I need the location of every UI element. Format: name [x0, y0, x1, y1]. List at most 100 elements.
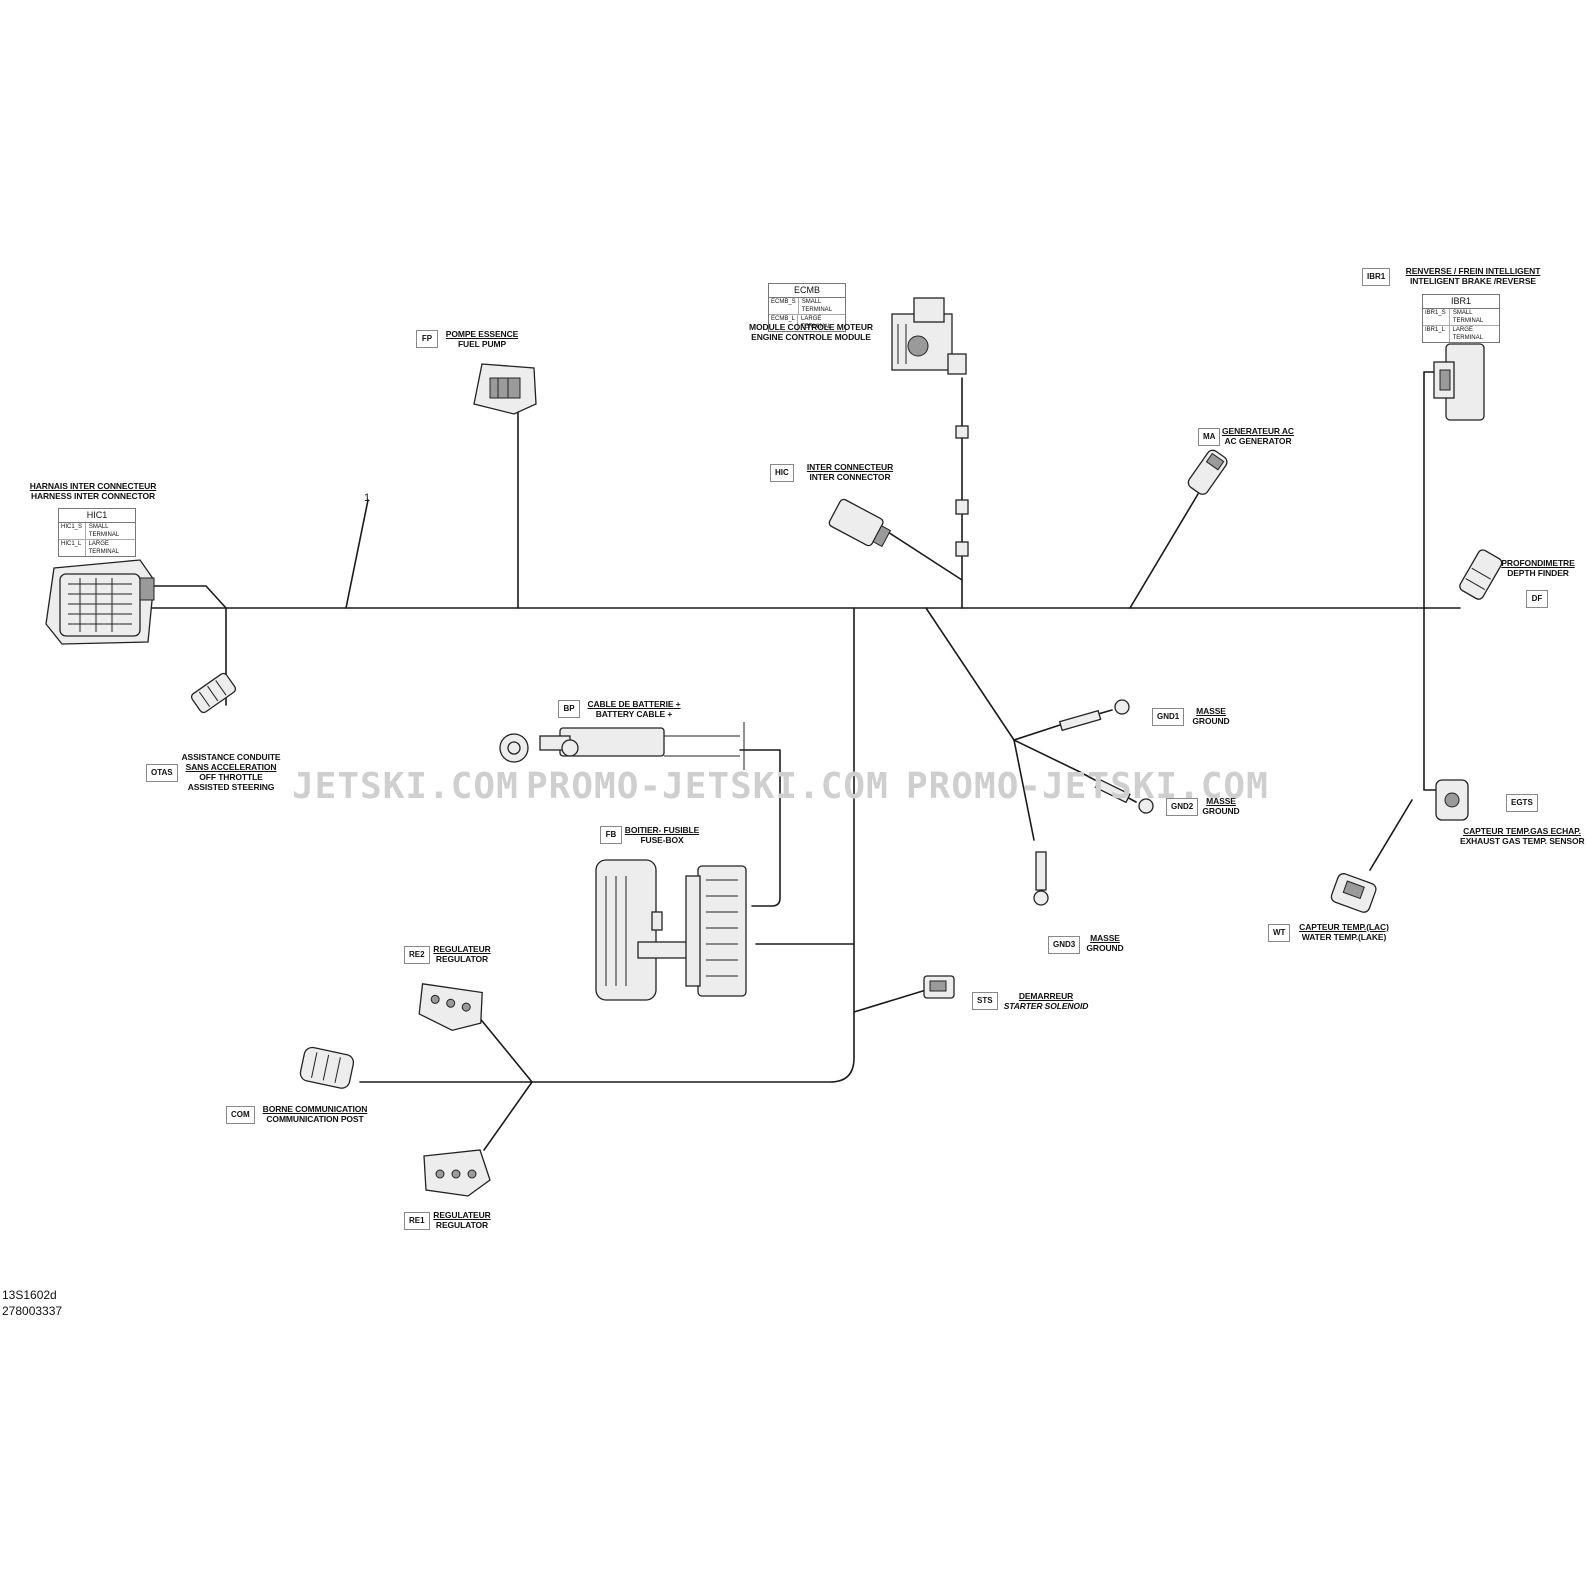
ma-label-fr: GENERATEUR AC [1222, 426, 1294, 436]
table-cell: SMALL TERMINAL [88, 524, 120, 538]
lower-trunk-wire [531, 607, 855, 1083]
df-code-box: DF [1526, 590, 1548, 608]
gnd1-label-fr: MASSE [1196, 706, 1226, 716]
fp-label: POMPE ESSENCE FUEL PUMP [440, 329, 524, 349]
ma-label-en: AC GENERATOR [1224, 436, 1292, 446]
re1-code-box: RE1 [404, 1212, 430, 1230]
re2-branch-wire [477, 1015, 533, 1083]
otas-label-fr1: ASSISTANCE CONDUITE [181, 752, 281, 762]
hic-code-box: HIC [770, 464, 794, 482]
table-cell: IBR1_L [1423, 326, 1450, 342]
table-cell: SMALL TERMINAL [801, 299, 833, 313]
sts-label: DEMARREUR STARTER SOLENOID [1000, 991, 1092, 1011]
com-label: BORNE COMMUNICATION COMMUNICATION POST [258, 1104, 372, 1124]
ibr1-label-fr: RENVERSE / FREIN INTELLIGENT [1405, 266, 1541, 276]
egts-branch-wire [1423, 607, 1437, 791]
egts-code-box: EGTS [1506, 794, 1538, 812]
watermark-text-3: PROMO-JETSKI.COM [906, 766, 1269, 807]
battery-to-fusebox-wire [739, 749, 781, 907]
gnd3-label: MASSE GROUND [1080, 933, 1130, 953]
re2-code-box: RE2 [404, 946, 430, 964]
otas-label-en2: ASSISTED STEERING [187, 782, 275, 792]
df-label-fr: PROFONDIMETRE [1501, 558, 1575, 568]
sts-label-en: STARTER SOLENOID [1003, 1001, 1089, 1011]
gnd2-code-box: GND2 [1166, 798, 1199, 816]
hic1-label-fr: HARNAIS INTER CONNECTEUR [29, 481, 157, 491]
com-code-box: COM [226, 1106, 255, 1124]
ecmb-wire-markers [955, 425, 969, 557]
sts-code-box: STS [972, 992, 998, 1010]
re1-label: REGULATEUR REGULATOR [430, 1210, 494, 1230]
wt-label-en: WATER TEMP.(LAKE) [1301, 932, 1387, 942]
fp-label-fr: POMPE ESSENCE [445, 329, 519, 339]
otas-connector [190, 672, 237, 714]
table-cell: HIC1_S [59, 523, 86, 539]
ibr1-label: RENVERSE / FREIN INTELLIGENT INTELIGENT … [1398, 266, 1548, 286]
ma-code-box: MA [1198, 428, 1221, 446]
depth-finder-connector [1459, 549, 1503, 600]
table-cell: ECMB_S [769, 298, 799, 314]
otas-label-fr2: SANS ACCELERATION [185, 762, 277, 772]
table-cell: HIC1_L [59, 540, 86, 556]
egts-label-en: EXHAUST GAS TEMP. SENSOR [1460, 836, 1585, 846]
hic-label: INTER CONNECTEUR INTER CONNECTOR [800, 462, 900, 482]
gnd2-label-fr: MASSE [1206, 796, 1236, 806]
re1-branch-wire [483, 1081, 533, 1151]
egts-label-fr: CAPTEUR TEMP.GAS ECHAP. [1463, 826, 1581, 836]
re1-label-fr: REGULATEUR [433, 1210, 491, 1220]
table-cell: IBR1_S [1423, 309, 1450, 325]
fuse-box [595, 859, 747, 1001]
table-cell: SMALL TERMINAL [1452, 310, 1484, 324]
gnd3-label-fr: MASSE [1090, 933, 1120, 943]
ecmb-label: MODULE CONTROLE MOTEUR ENGINE CONTROLE M… [744, 322, 878, 342]
regulator-re2-connector [418, 983, 483, 1032]
wt-label: CAPTEUR TEMP.(LAC) WATER TEMP.(LAKE) [1294, 922, 1394, 942]
re1-label-en: REGULATOR [435, 1220, 489, 1230]
re2-label-fr: REGULATEUR [433, 944, 491, 954]
ibr1-branch-wire [1423, 371, 1437, 609]
hic1-table-title: HIC1 [59, 509, 135, 523]
watermark-text-1: JETSKI.COM [292, 766, 519, 807]
harness-wires [139, 371, 1461, 1151]
com-label-en: COMMUNICATION POST [266, 1114, 364, 1124]
fp-label-en: FUEL PUMP [457, 339, 507, 349]
otas-code-box: OTAS [146, 764, 178, 782]
gnd3-code-box: GND3 [1048, 936, 1081, 954]
bp-label: CABLE DE BATTERIE + BATTERY CABLE + [584, 699, 684, 719]
gnd3-ring-terminal [1033, 851, 1049, 906]
re2-label-en: REGULATOR [435, 954, 489, 964]
regulator-re1-connector [423, 1149, 491, 1197]
hic1-harness-connector [45, 559, 155, 645]
starter-solenoid-connector [923, 975, 955, 999]
fb-code-box: FB [600, 826, 622, 844]
fb-label: BOITIER- FUSIBLE FUSE-BOX [622, 825, 702, 845]
ma-label: GENERATEUR AC AC GENERATOR [1218, 426, 1298, 446]
bp-label-fr: CABLE DE BATTERIE + [587, 699, 681, 709]
item-number-label: 1 [364, 492, 371, 504]
communication-post-connector [299, 1046, 355, 1089]
egts-connector [1435, 779, 1469, 821]
ecmb-label-fr: MODULE CONTROLE MOTEUR [749, 322, 873, 332]
watermark-text-2: PROMO-JETSKI.COM [526, 766, 889, 807]
item-1-leader [345, 499, 369, 609]
part-number: 278003337 [2, 1304, 63, 1318]
otas-label-en1: OFF THROTTLE [199, 772, 263, 782]
ac-generator-connector [1187, 449, 1228, 495]
ibr1-table-title: IBR1 [1423, 295, 1499, 309]
ground-branch-wire [925, 607, 1015, 741]
inter-connector [828, 498, 892, 548]
wt-code-box: WT [1268, 924, 1291, 942]
table-cell: LARGE TERMINAL [1452, 327, 1483, 341]
ecmb-table-title: ECMB [769, 284, 845, 298]
ibr1-label-en: INTELIGENT BRAKE /REVERSE [1410, 276, 1536, 286]
ibr1-connector [1433, 343, 1485, 421]
wt-branch-wire [1369, 799, 1413, 871]
hic1-label: HARNAIS INTER CONNECTEUR HARNESS INTER C… [26, 481, 160, 501]
gnd3-label-en: GROUND [1086, 943, 1124, 953]
gnd1-label-en: GROUND [1192, 716, 1230, 726]
sts-label-fr: DEMARREUR [1018, 991, 1074, 1001]
